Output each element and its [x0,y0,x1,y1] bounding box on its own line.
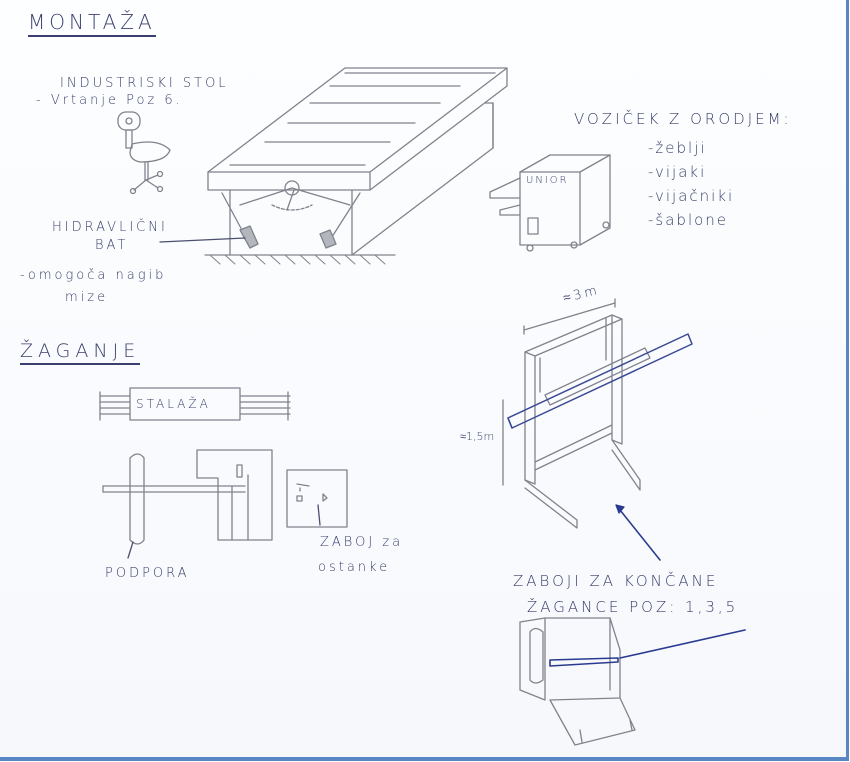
montaza-heading: MONTAŽA [28,10,156,37]
tool-cart-drawing [489,154,611,252]
tilt-note: -omogoča nagib [20,268,167,283]
drilling-position-label: - Vrtanje Poz 6. [36,93,183,108]
industrial-table-drawing [159,67,508,265]
finished-boxes-label: ZABOJI ZA KONČANE [513,572,719,590]
tool-item-screws: -vijaki [648,163,707,181]
saw-station-drawing [102,449,273,559]
hydraulic-label: HIDRAVLIČNI [52,220,168,235]
shelf-drawing [99,387,291,421]
cart-brand-label: UNIOR [526,175,569,186]
tilt-note-cont: mize [65,290,109,305]
tool-item-templates: -šablone [648,211,729,229]
support-label: PODPORA [105,566,190,581]
hydraulic-bat-label: BAT [95,238,129,253]
industrial-table-label: INDUSTRISKI STOL [60,76,229,91]
rack-timber-drawing [507,333,693,429]
tool-cart-heading: VOZIČEK Z ORODJEM: [574,110,792,128]
finished-boxes-drawing [519,617,636,746]
rack-drawing [502,298,661,561]
tool-cart-list: -žeblji -vijaki -vijačniki -šablone [648,136,734,232]
tool-item-screwdrivers: -vijačniki [648,187,735,205]
scrap-box-drawing [286,469,348,528]
chair-icon [117,111,171,195]
scrap-box-label-cont: ostanke [318,560,391,575]
zaganje-heading: ŽAGANJE [20,340,141,365]
scrap-box-label: ZABOJ za [320,535,404,550]
tool-item-nails: -žeblji [648,139,707,157]
finished-boxes-positions: ŽAGANCE POZ: 1,3,5 [527,598,739,616]
shelf-label: STALAŽA [136,397,211,411]
rack-height-dimension: ≈1,5m [460,430,495,443]
